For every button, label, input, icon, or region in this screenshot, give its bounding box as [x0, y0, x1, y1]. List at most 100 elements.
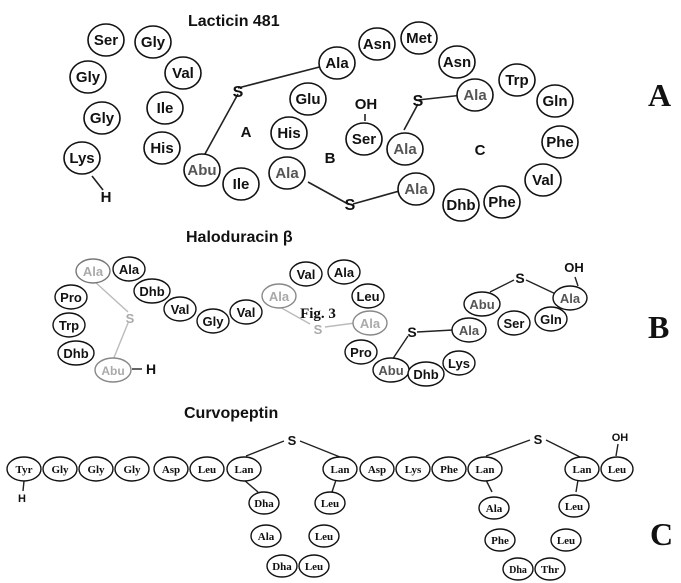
- residue-label: Leu: [305, 561, 323, 573]
- residue: Ile: [146, 91, 184, 125]
- sulfur-label: S: [413, 93, 424, 110]
- residue: Thr: [534, 557, 566, 581]
- residue-label: Lys: [69, 150, 94, 167]
- residue: Phe: [483, 185, 521, 219]
- residue-label: Glu: [296, 91, 321, 108]
- residue-label: Leu: [198, 464, 216, 476]
- residue: Gly: [83, 101, 121, 135]
- ring-label-a: A: [241, 124, 252, 141]
- residue: Leu: [550, 528, 582, 552]
- ring-label-c: C: [475, 142, 486, 159]
- residue: Dha: [266, 554, 298, 578]
- thioether-bridges-c: [22, 439, 619, 493]
- residue-label: Asn: [443, 54, 471, 71]
- residue: Ala: [397, 172, 435, 206]
- residue-label: Ile: [157, 100, 174, 117]
- residue-label: Ala: [269, 289, 290, 304]
- sulfur-label: S: [345, 197, 356, 214]
- residue-label: Gly: [90, 110, 115, 127]
- residue: His: [270, 116, 308, 150]
- residue: Lys: [63, 141, 101, 175]
- sulfur-label: S: [407, 324, 416, 340]
- residue: Gly: [69, 60, 107, 94]
- residue: Dhb: [442, 188, 480, 222]
- residue: Abu: [94, 357, 132, 383]
- residue: Ala: [268, 156, 306, 190]
- residue-label: Gly: [76, 69, 101, 86]
- residue: Ala: [75, 258, 111, 284]
- residue: Val: [289, 261, 323, 287]
- sulfur-label: S: [534, 432, 543, 447]
- panel-b: Haloduracin β Ala Ala Pro Dhb Trp Dhb Ab…: [52, 229, 669, 387]
- ring-label-b: B: [325, 150, 336, 167]
- residue: Val: [524, 163, 562, 197]
- residue-label: Dhb: [413, 367, 438, 382]
- residue-label: Dhb: [446, 197, 475, 214]
- residue-label: Ala: [560, 291, 581, 306]
- residue: His: [143, 131, 181, 165]
- residue-label: Lan: [573, 464, 592, 476]
- residue-label: Pro: [60, 290, 82, 305]
- residue: Ser: [87, 23, 125, 57]
- residue: Abu: [183, 153, 221, 187]
- residue-label: Leu: [565, 501, 583, 513]
- residue-label: Ala: [325, 55, 349, 72]
- residue-label: Ser: [504, 316, 525, 331]
- residue-label: Ala: [83, 264, 104, 279]
- residue-label: Dhb: [139, 284, 164, 299]
- residue: Met: [400, 21, 438, 55]
- residue: Val: [229, 299, 263, 325]
- residue-label: Leu: [608, 464, 626, 476]
- residue: Gly: [134, 25, 172, 59]
- residue: Trp: [498, 63, 536, 97]
- residue: Trp: [52, 312, 86, 338]
- residue-label: Leu: [557, 535, 575, 547]
- residue: Pro: [54, 284, 88, 310]
- residue: Ala: [386, 132, 424, 166]
- hydroxyl-label: OH: [612, 432, 629, 444]
- sulfur-label: S: [288, 433, 297, 448]
- residue-label: Ala: [393, 141, 417, 158]
- residue-label: Thr: [541, 564, 559, 576]
- residue-label: Ser: [352, 131, 376, 148]
- panel-a: Lacticin 481 Ser Gly Gly Val Gly Ile Lys…: [63, 13, 671, 222]
- residue: Lan: [322, 456, 358, 482]
- residue-label: Phe: [491, 535, 509, 547]
- title-curvopeptin: Curvopeptin: [184, 405, 278, 422]
- residue: Abu: [372, 357, 410, 383]
- sulfur-label: S: [233, 84, 244, 101]
- residue-label: Leu: [356, 289, 379, 304]
- residue: Glu: [289, 82, 327, 116]
- residue: Dhb: [133, 278, 171, 304]
- residue: Dha: [502, 557, 534, 581]
- residue-label: Dha: [509, 565, 527, 576]
- hydrogen-label: H: [101, 189, 112, 206]
- residue: Ala: [318, 46, 356, 80]
- residue-label: Dha: [272, 561, 292, 573]
- residue-label: Met: [406, 30, 432, 47]
- sulfur-label: S: [314, 322, 323, 337]
- residue-label: Ala: [119, 262, 140, 277]
- residue: Lan: [226, 456, 262, 482]
- residue: Lys: [395, 456, 431, 482]
- residue: Leu: [189, 456, 225, 482]
- panel-letter-c: C: [650, 516, 673, 552]
- residue: Leu: [298, 554, 330, 578]
- residue: Ala: [456, 78, 494, 112]
- residue: Leu: [308, 524, 340, 548]
- residue: Phe: [541, 125, 579, 159]
- residue-label: Ala: [258, 531, 275, 543]
- residue-label: Val: [171, 302, 190, 317]
- residue-label: Asp: [368, 464, 386, 476]
- residue: Abu: [463, 291, 501, 317]
- residue: Asp: [153, 456, 189, 482]
- residue: Ile: [222, 167, 260, 201]
- residue-label: Gly: [141, 34, 166, 51]
- residue-label: Gly: [123, 464, 141, 476]
- residue-label: Leu: [315, 531, 333, 543]
- residue-label: Lan: [235, 464, 254, 476]
- residue: Gly: [78, 456, 114, 482]
- residue: Ser: [497, 310, 531, 336]
- residue-label: Ala: [486, 503, 503, 515]
